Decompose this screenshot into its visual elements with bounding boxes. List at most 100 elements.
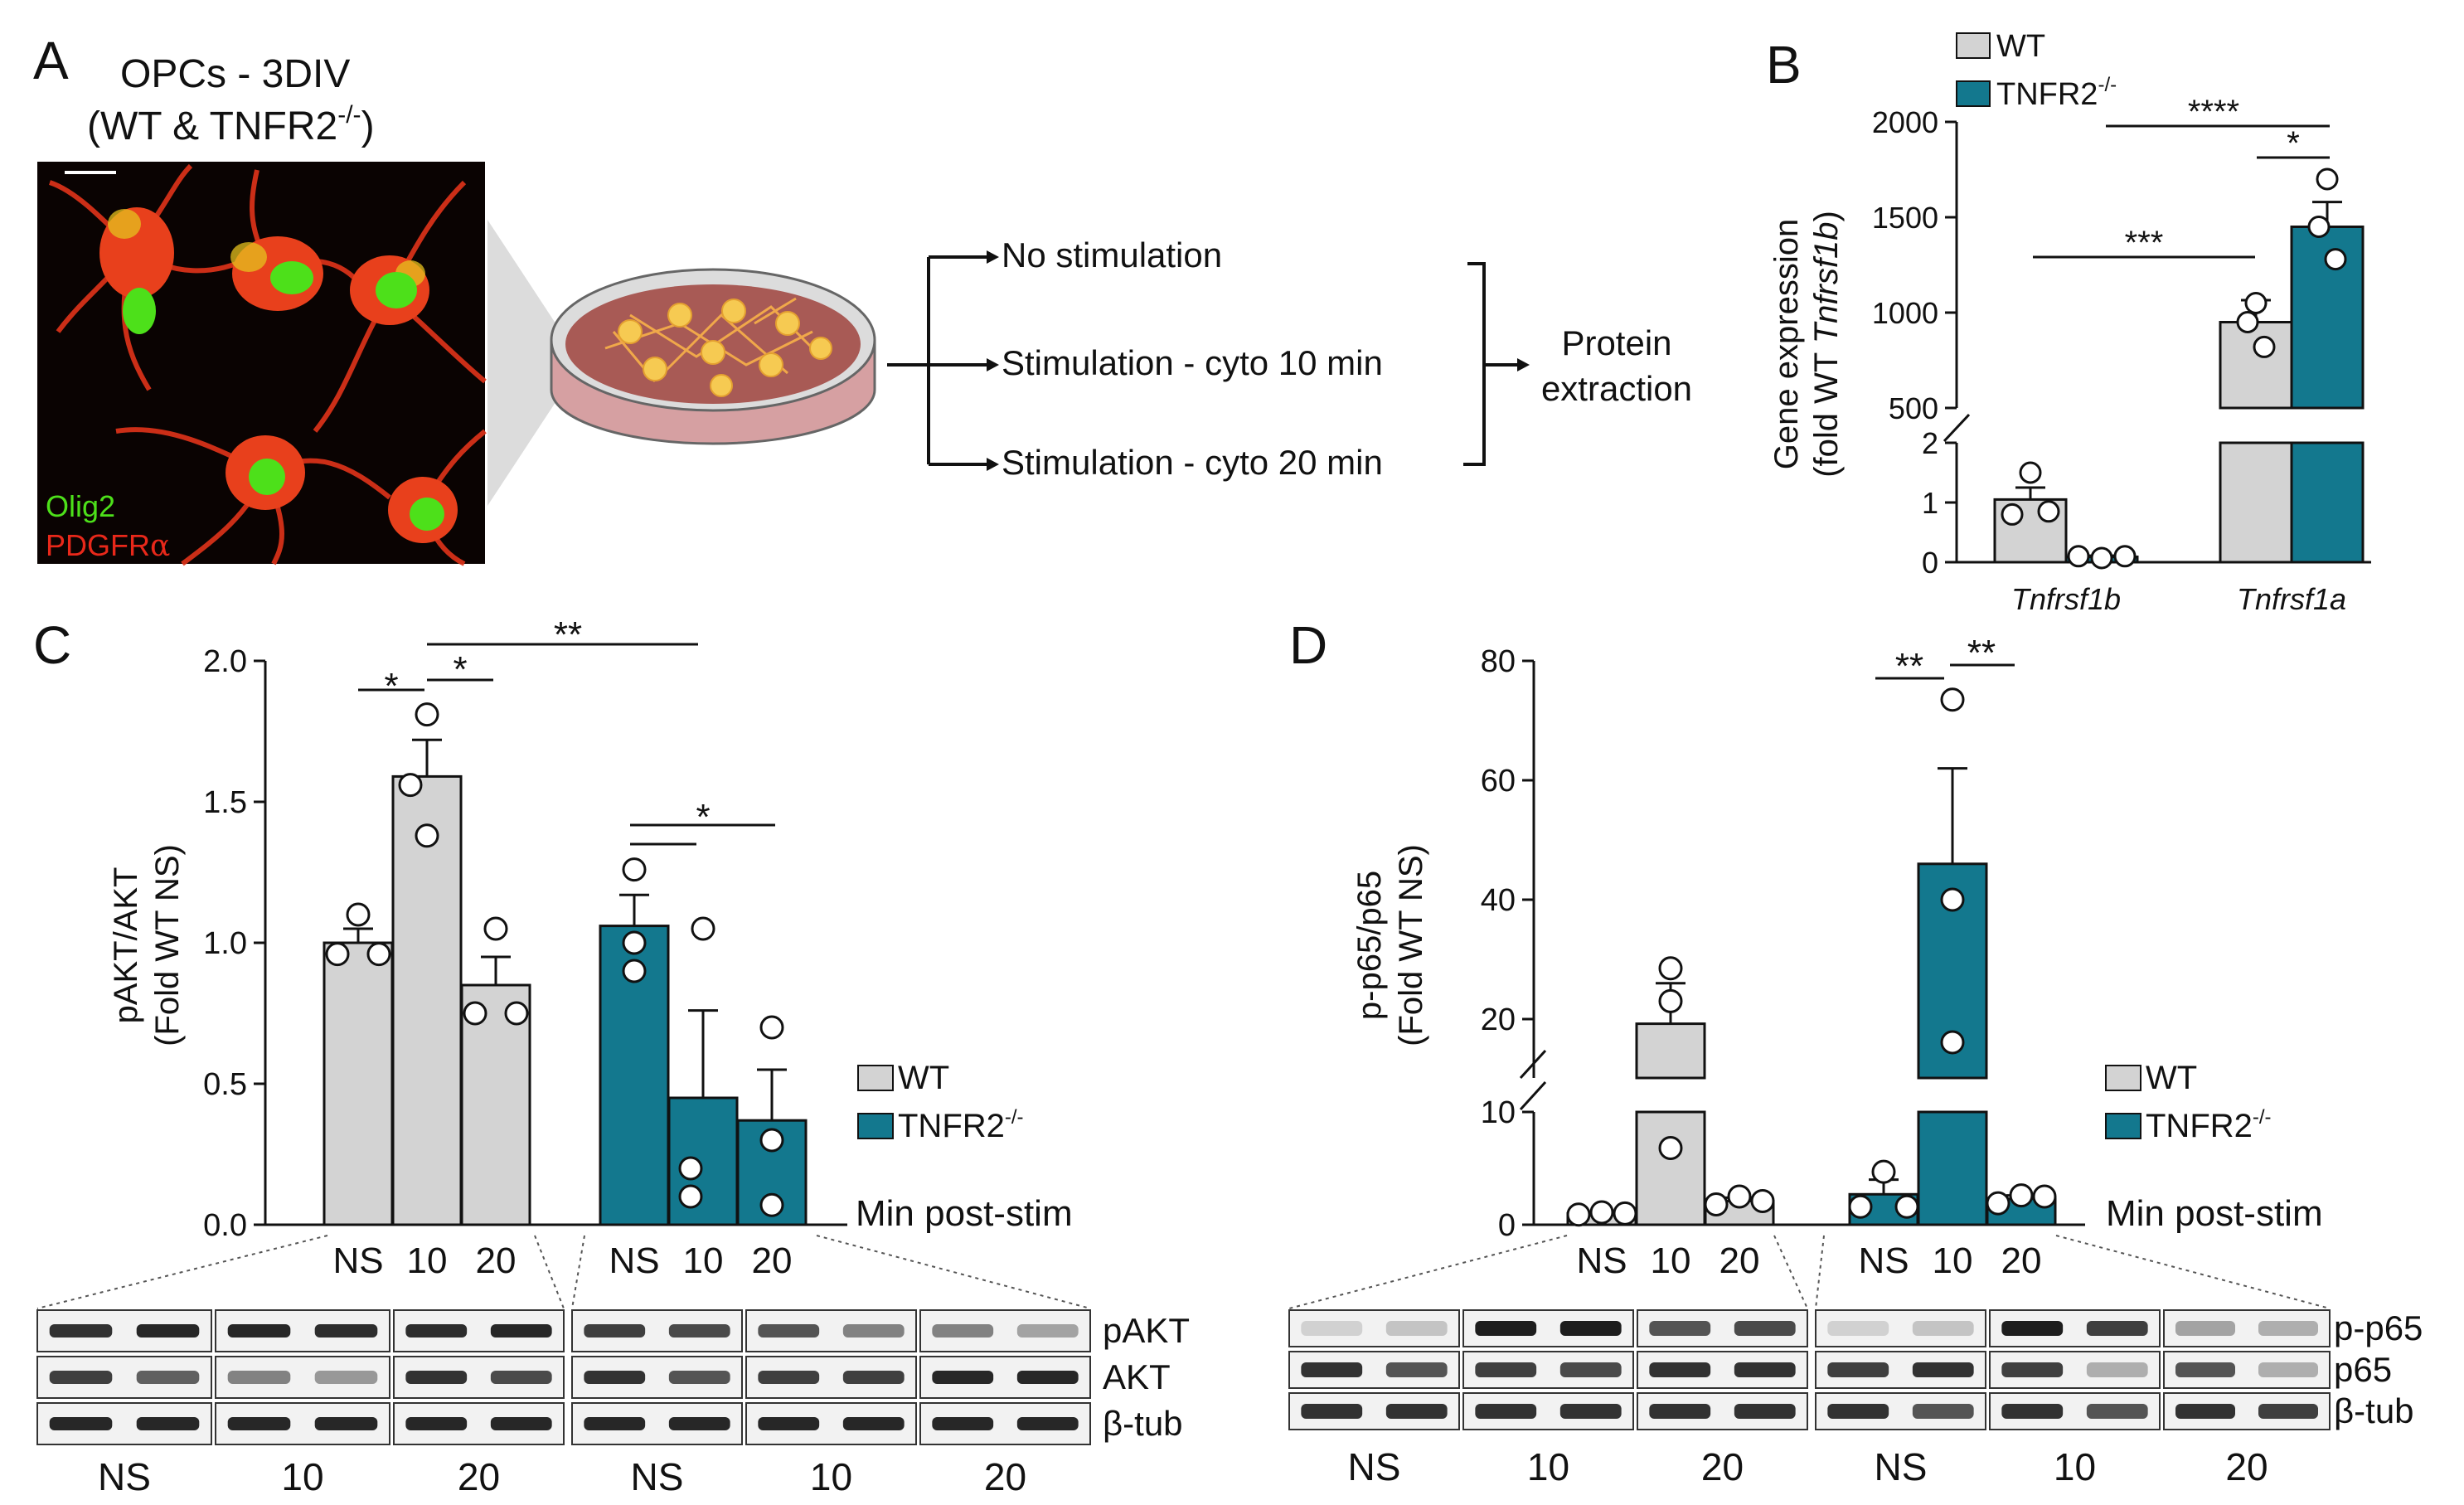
panel-d-bars (1566, 767, 2057, 1226)
panel-d-blot-band (1734, 1321, 1796, 1336)
panel-d-blot-lane-label: 10 (1527, 1445, 1569, 1488)
panel-c-ytick-label: 0.5 (203, 1067, 247, 1102)
panel-c-blot-row-label: AKT (1103, 1357, 1171, 1396)
panel-c-blot-band (932, 1417, 994, 1430)
panel-d-blot-band (1475, 1404, 1537, 1419)
panel-c-category-label: NS (609, 1240, 659, 1281)
panel-b-datapoint (2253, 335, 2276, 358)
panel-d-blot-band (1827, 1362, 1889, 1377)
panel-b-sig-2: *** (2125, 225, 2164, 261)
panel-c-blot-band (668, 1324, 730, 1338)
result-line2: extraction (1541, 369, 1692, 408)
panel-b-datapoint (2001, 502, 2024, 526)
panel-c-blot-band (584, 1417, 646, 1430)
flow-item-0: No stimulation (1002, 235, 1222, 274)
panel-d-datapoint (2032, 1184, 2057, 1209)
panel-d-blot-band (2175, 1362, 2235, 1377)
panel-c-datapoint (366, 942, 391, 967)
panel-c-category-label: 20 (476, 1240, 517, 1281)
panel-c-blot-band (314, 1417, 378, 1430)
culture-dish (550, 268, 876, 445)
panel-d-category-label: 10 (1933, 1240, 1973, 1281)
panel-c-blot-band (842, 1371, 905, 1384)
panel-c-blot-band (490, 1371, 552, 1384)
panel-d-blot-band (1734, 1404, 1796, 1419)
panel-d-blot-band (2001, 1362, 2064, 1377)
panel-d-category-label: 10 (1651, 1240, 1691, 1281)
panel-c-blot-guide (571, 1235, 585, 1309)
panel-d-legend-ko-swatch (2105, 1113, 2141, 1139)
panel-c-blot-band (490, 1417, 552, 1430)
panel-d-blot-lane-label: NS (1348, 1445, 1401, 1488)
panel-d-datapoint (1566, 1202, 1591, 1227)
panel-c-datapoint (759, 1015, 784, 1040)
panel-c-datapoint (622, 857, 647, 882)
panel-b-significance (2033, 124, 2330, 259)
panel-c-blot-band (668, 1371, 730, 1384)
panel-d-blot-band (1649, 1404, 1711, 1419)
panel-d-datapoint (1848, 1194, 1873, 1219)
panel-b-sig-1: * (2287, 125, 2300, 162)
panel-c-datapoint (678, 1184, 703, 1209)
panel-b-legend-ko: TNFR2-/- (1996, 74, 2117, 112)
panel-d-legend-wt: WT (2146, 1060, 2197, 1096)
stain-pdgfra-label: PDGFRα (46, 528, 170, 563)
panel-d-datapoint (1940, 1030, 1965, 1055)
panel-c-blot-lane-label: NS (631, 1455, 684, 1498)
panel-c-blot-band (314, 1371, 378, 1384)
panel-c-sig-3: * (696, 797, 710, 837)
panel-c-sig-0: * (384, 666, 398, 706)
panel-d-datapoint (1613, 1201, 1637, 1226)
panel-c-datapoint (463, 1001, 487, 1026)
panel-d-blot-band (2086, 1321, 2148, 1336)
panel-d-ytick-label: 80 (1481, 644, 1516, 679)
panel-c-blot-band (842, 1324, 905, 1338)
panel-d-ytick-label: 60 (1481, 764, 1516, 799)
panel-c-blot-row-label: pAKT (1103, 1311, 1190, 1350)
panel-d-blot-lane-label: 20 (1701, 1445, 1744, 1488)
panel-b-datapoint (2324, 248, 2347, 271)
panel-a-letter: A (33, 31, 69, 90)
panel-c-blot-lane-label: 20 (458, 1455, 500, 1498)
panel-d-datapoint (1750, 1188, 1775, 1213)
panel-d-datapoint (2009, 1183, 2034, 1208)
panel-c-datapoint (346, 902, 371, 927)
panel-d-blot-band (1475, 1321, 1537, 1336)
panel-d-blot-lane-label: 20 (2225, 1445, 2268, 1488)
panel-c-bars (323, 738, 808, 1226)
panel-c-blot-band (405, 1371, 468, 1384)
panel-d-blot-row-label: β-tub (2334, 1391, 2414, 1430)
panel-d-blot-lane-box (2163, 1309, 2331, 1347)
panel-b-ytick-label: 0 (1922, 546, 1938, 580)
panel-c-blot-band (932, 1324, 994, 1338)
panel-b-ytick-label: 2 (1922, 426, 1938, 460)
panel-d-ytick-label: 10 (1481, 1095, 1516, 1130)
panel-d-blot-band (2175, 1404, 2235, 1419)
panel-d-category-label: NS (1576, 1240, 1627, 1281)
panel-d-blot-guide (1773, 1235, 1808, 1309)
panel-d-blot-lane-label: 10 (2054, 1445, 2096, 1488)
panel-d-blot-band (1301, 1404, 1363, 1419)
panel-c-significance (358, 643, 775, 846)
panel-d-datapoint (1727, 1184, 1752, 1209)
panel-c-legend-wt: WT (898, 1060, 949, 1096)
panel-c-datapoint (678, 1156, 703, 1181)
panel-d-blot-band (1559, 1362, 1622, 1377)
panel-c-datapoint (622, 930, 647, 955)
panel-c-blot-guide (36, 1235, 328, 1309)
panel-c-category-label: 10 (407, 1240, 448, 1281)
panel-c-blot-lane-label: 10 (281, 1455, 323, 1498)
panel-b-datapoint (2316, 167, 2339, 191)
panel-b-bar (2219, 321, 2293, 410)
panel-b-axis-break-mark (1943, 413, 1971, 443)
panel-d-sig-0: ** (1895, 646, 1923, 687)
panel-b-ytick-label: 500 (1889, 391, 1938, 425)
panel-d-blot-band (1912, 1362, 1974, 1377)
panel-b: B WT TNFR2-/- Gene expression (fold WT T… (1766, 29, 2371, 616)
panel-c-blot-band (758, 1324, 820, 1338)
panel-d-blot-row-label: p65 (2334, 1350, 2392, 1389)
panel-c-xaxis-title: Min post-stim (856, 1193, 1073, 1234)
panel-a-title-line2: (WT & TNFR2-/-) (87, 101, 375, 148)
